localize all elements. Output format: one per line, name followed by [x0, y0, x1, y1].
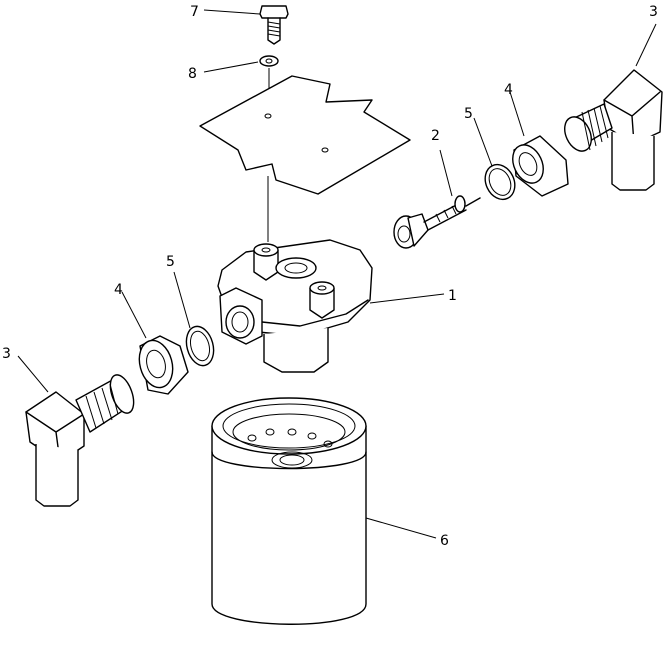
o-ring-left: [173, 271, 215, 367]
elbow-fitting-left: [17, 355, 135, 507]
callout-5-left: 5: [166, 254, 175, 270]
callout-3-right: 3: [649, 4, 658, 20]
callout-2: 2: [431, 128, 440, 144]
o-ring-right: [473, 117, 516, 201]
callout-7: 7: [190, 4, 199, 20]
callout-4-left: 4: [114, 282, 123, 298]
leader-7: [203, 9, 261, 15]
callout-5-right: 5: [464, 106, 473, 122]
callout-4-right: 4: [504, 82, 513, 98]
filter-cartridge: [211, 397, 437, 625]
callout-1: 1: [448, 288, 457, 304]
valve: [393, 149, 481, 249]
callout-8: 8: [188, 66, 197, 82]
filter-head: [217, 239, 445, 373]
elbow-fitting-right: [564, 23, 663, 191]
nut-right: [509, 91, 569, 197]
mounting-plate: [199, 75, 411, 242]
nut-left: [121, 291, 189, 395]
callout-6: 6: [440, 533, 449, 549]
callout-3-left: 3: [2, 346, 11, 362]
leader-8: [203, 61, 259, 73]
bolt: [259, 5, 289, 45]
